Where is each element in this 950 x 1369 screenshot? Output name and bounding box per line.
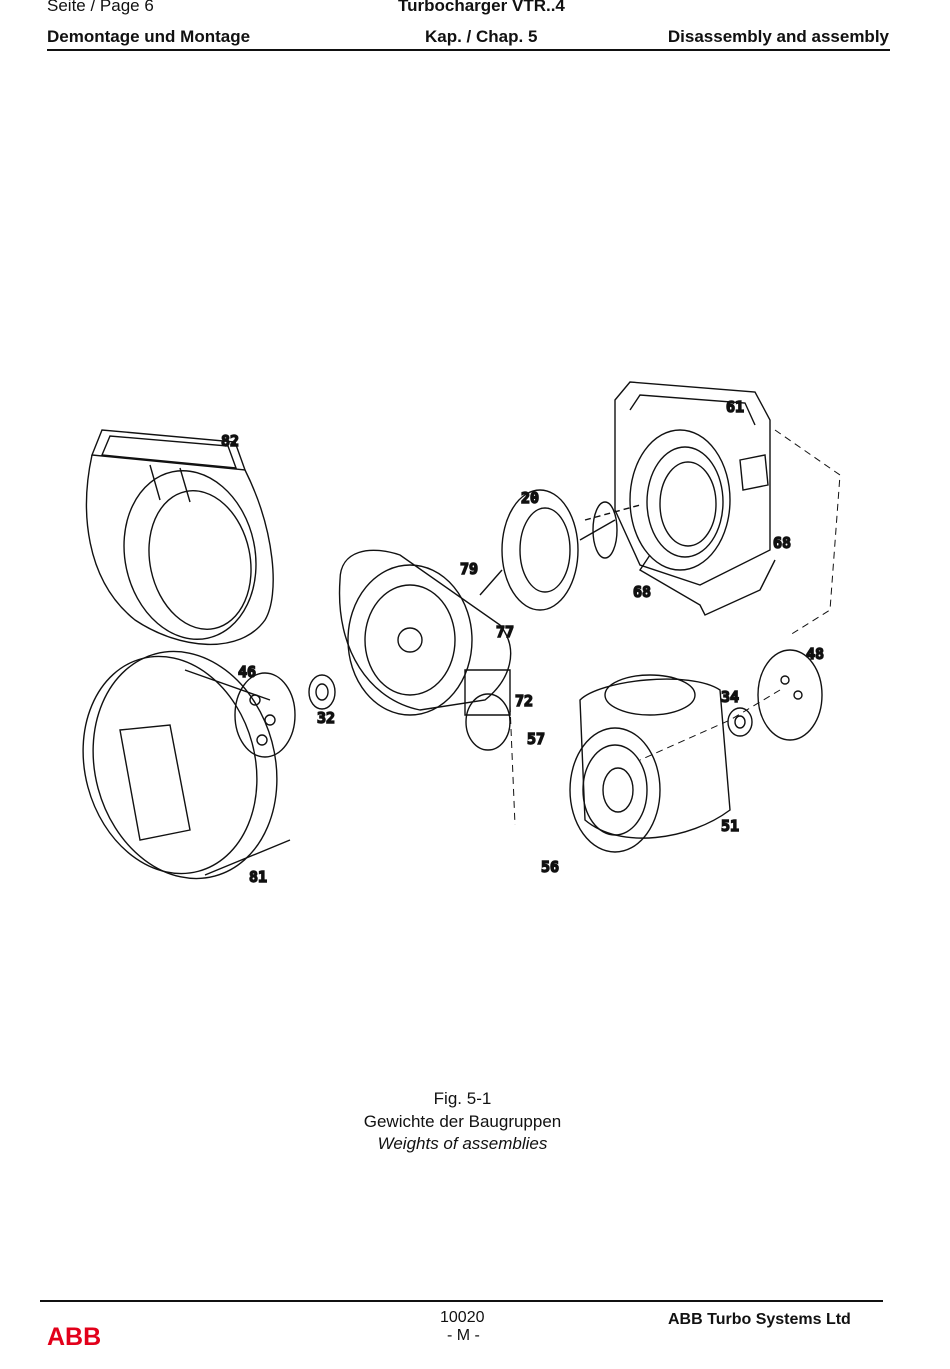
callout-61: 61: [726, 398, 744, 416]
silencer-81: [82, 650, 291, 880]
callout-48: 48: [806, 645, 824, 663]
assembly-guide-lines: [509, 429, 841, 826]
air-inlet-casing-82: [85, 429, 274, 646]
figure-number: Fig. 5-1: [433, 1089, 492, 1108]
callout-79: 79: [460, 560, 478, 578]
footer-rule: [40, 1300, 883, 1302]
product-title: Turbocharger VTR..4: [398, 0, 565, 15]
callout-72: 72: [515, 692, 533, 710]
callout-20: 20: [521, 489, 539, 507]
exploded-view-drawing: 82 61 20 68 68 79 77 46 32 72 48 34 57 5…: [82, 381, 841, 887]
bearing-casing-79: [338, 549, 512, 751]
section-title-en: Disassembly and assembly: [667, 27, 889, 46]
header-rule: [47, 49, 890, 51]
callout-51: 51: [721, 817, 739, 835]
figure-caption-de: Gewichte der Baugruppen: [363, 1112, 562, 1131]
gas-outlet-casing-61: [614, 381, 776, 616]
callout-56: 56: [541, 858, 559, 876]
rotor-20: [479, 489, 641, 611]
abb-logo: ABB: [47, 1323, 101, 1350]
callout-68-upper: 68: [773, 534, 791, 552]
company-name: ABB Turbo Systems Ltd: [668, 1311, 851, 1328]
callout-46: 46: [238, 663, 256, 681]
nut-34: [727, 707, 753, 737]
cover-48: [757, 649, 823, 741]
callout-32: 32: [317, 709, 335, 727]
abb-logo-text: ABB: [47, 1323, 101, 1350]
cover-46: [234, 672, 296, 758]
callout-57: 57: [527, 730, 545, 748]
callout-68-lower: 68: [633, 583, 651, 601]
revision-label: - M -: [447, 1327, 480, 1344]
figure-caption-en: Weights of assemblies: [377, 1134, 548, 1153]
callout-82: 82: [221, 432, 239, 450]
section-title-de: Demontage und Montage: [47, 27, 251, 46]
document-number: 10020: [440, 1309, 485, 1326]
callout-77: 77: [496, 623, 514, 641]
compressor-casing-51: [569, 674, 731, 853]
callout-81: 81: [249, 868, 267, 886]
nut-32: [308, 674, 336, 710]
page-number: Seite / Page 6: [47, 0, 154, 15]
callout-34: 34: [721, 688, 739, 706]
chapter-label: Kap. / Chap. 5: [425, 27, 538, 46]
